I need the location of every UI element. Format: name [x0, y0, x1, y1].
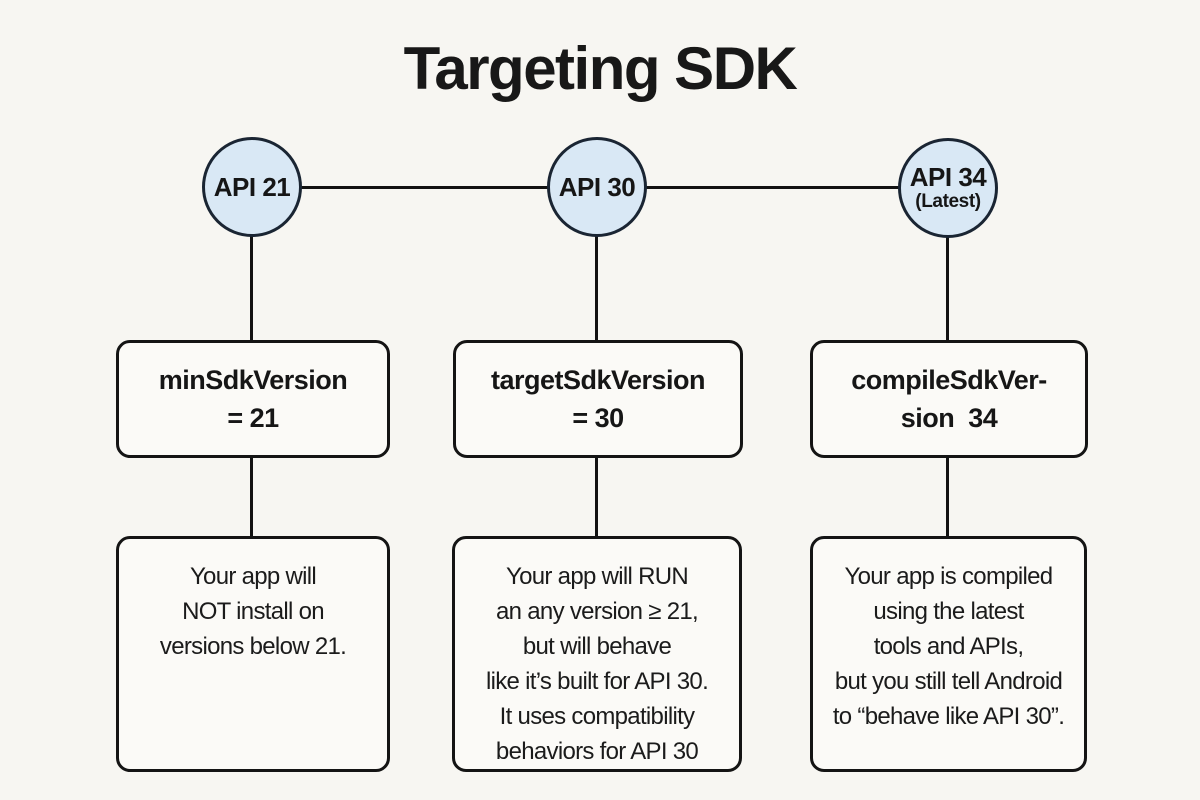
- description-line: tools and APIs,: [873, 633, 1024, 660]
- description-line: versions below 21.: [159, 633, 347, 660]
- description-line: to “behave like API 30”.: [832, 703, 1065, 730]
- api-30-circle: API 30: [547, 137, 647, 237]
- description-line: Your app will RUN: [506, 563, 689, 590]
- description-line: but will behave: [522, 633, 672, 660]
- min-sdk-version-line2: = 21: [227, 403, 279, 433]
- description-line: behaviors for API 30: [495, 738, 699, 765]
- description-line: Your app will: [189, 563, 317, 590]
- target-sdk-version-box: targetSdkVersion = 30: [453, 340, 743, 458]
- description-line: Your app is compiled: [844, 563, 1054, 590]
- page-title: Targeting SDK: [403, 35, 798, 102]
- compile-sdk-version-line1: compileSdkVer-: [851, 365, 1047, 395]
- target-sdk-description-box: Your app will RUN an any version ≥ 21, b…: [452, 536, 742, 772]
- target-sdk-version-line1: targetSdkVersion: [490, 365, 706, 395]
- api-34-label: API 34: [909, 162, 987, 192]
- compile-sdk-version-box: compileSdkVer- sion 34: [810, 340, 1088, 458]
- min-sdk-description-box: Your app will NOT install on versions be…: [116, 536, 390, 772]
- compile-sdk-version-line2: sion 34: [900, 403, 998, 433]
- description-line: an any version ≥ 21,: [496, 598, 699, 625]
- min-sdk-version-line1: minSdkVersion: [158, 365, 348, 395]
- description-line: but you still tell Android: [834, 668, 1063, 695]
- api-34-circle: API 34 (Latest): [898, 138, 998, 238]
- description-line: NOT install on: [182, 598, 325, 625]
- api-34-latest-label: (Latest): [915, 191, 981, 212]
- description-line: like it’s built for API 30.: [485, 668, 709, 695]
- target-sdk-version-line2: = 30: [572, 403, 624, 433]
- api-21-circle: API 21: [202, 137, 302, 237]
- description-line: using the latest: [873, 598, 1024, 625]
- compile-sdk-description-box: Your app is compiled using the latest to…: [810, 536, 1087, 772]
- description-line: It uses compatibility: [499, 703, 695, 730]
- api-21-label: API 21: [213, 172, 291, 202]
- min-sdk-version-box: minSdkVersion = 21: [116, 340, 390, 458]
- api-30-label: API 30: [558, 172, 636, 202]
